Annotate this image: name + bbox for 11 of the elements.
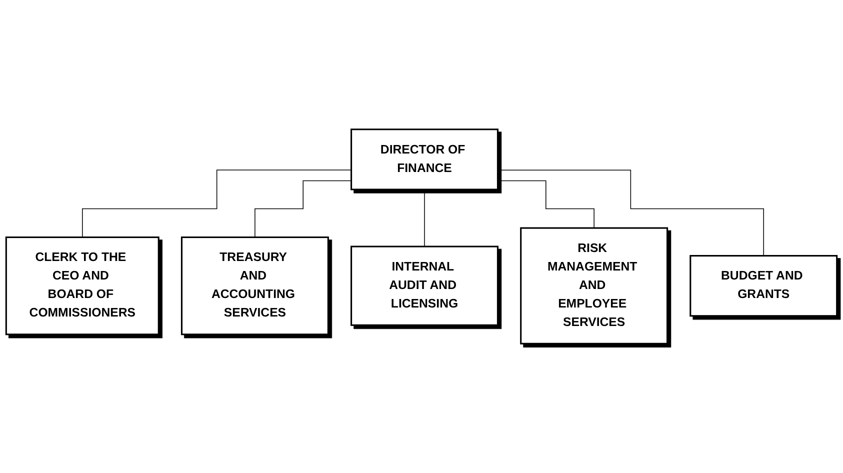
connector	[82, 170, 352, 238]
node-box: CLERK TO THE CEO AND BOARD OF COMMISSIONERS	[5, 236, 160, 336]
connector	[424, 189, 425, 247]
node-box: BUDGET AND GRANTS	[690, 255, 838, 317]
node-box: TREASURY AND ACCOUNTING SERVICES	[180, 236, 329, 336]
node-box: DIRECTOR OF FINANCE	[350, 128, 498, 190]
node-box: RISK MANAGEMENT AND EMPLOYEE SERVICES	[520, 227, 668, 344]
connector	[497, 170, 764, 256]
node-box: INTERNAL AUDIT AND LICENSING	[350, 246, 498, 326]
connector	[254, 180, 352, 238]
connector	[497, 180, 594, 228]
